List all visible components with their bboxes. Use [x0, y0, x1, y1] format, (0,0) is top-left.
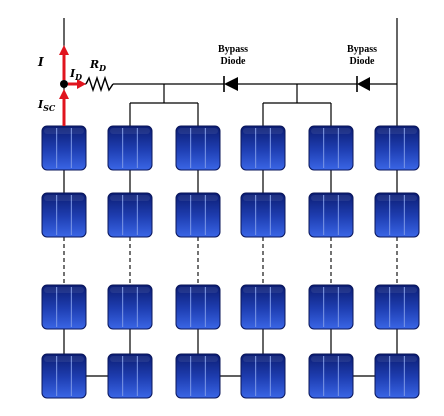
solar-cell [41, 353, 87, 399]
label-bypass-right-1: Bypass [347, 44, 377, 55]
solar-cell [240, 284, 286, 330]
arrow-isc-up-head [59, 89, 69, 99]
solar-cell [374, 192, 420, 238]
resistor-symbol [85, 75, 114, 93]
solar-cell [107, 284, 153, 330]
solar-cell [107, 353, 153, 399]
solar-cell [41, 192, 87, 238]
solar-cell [308, 353, 354, 399]
dashed-links [63, 237, 398, 285]
label-current-i: I [37, 55, 44, 69]
arrow-i-up-head [59, 45, 69, 55]
label-bypass-right-2: Diode [350, 56, 376, 67]
label-resistor: RD [89, 58, 106, 73]
label-bypass-left-2: Diode [221, 56, 247, 67]
solar-cell [240, 192, 286, 238]
solar-cell [374, 284, 420, 330]
bypass-diode-left [223, 76, 238, 92]
arrow-id-right-head [77, 79, 86, 89]
solar-cell [175, 353, 221, 399]
current-arrows [59, 45, 86, 126]
label-bypass-left-1: Bypass [218, 44, 248, 55]
solar-cell [308, 125, 354, 171]
solar-cell [107, 125, 153, 171]
solar-cell [240, 125, 286, 171]
solar-cell [240, 353, 286, 399]
solar-cell [175, 284, 221, 330]
solar-cell [175, 192, 221, 238]
solar-cell [41, 125, 87, 171]
solar-cell [41, 284, 87, 330]
junction-node [60, 80, 68, 88]
label-current-isc: ISC [37, 98, 56, 113]
solar-cell [374, 353, 420, 399]
solar-cell [175, 125, 221, 171]
cell-grid [41, 125, 420, 399]
solar-cell [308, 284, 354, 330]
solar-cell [107, 192, 153, 238]
label-current-id: ID [69, 67, 82, 82]
solar-cell [374, 125, 420, 171]
solar-cell [308, 192, 354, 238]
bypass-diode-right [356, 76, 370, 92]
